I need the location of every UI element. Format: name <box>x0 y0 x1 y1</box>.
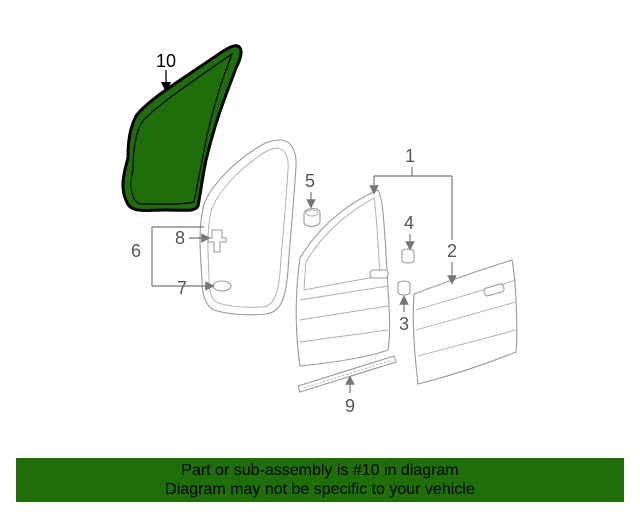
part-2-lower-line <box>417 329 517 357</box>
part-2-skin-outline <box>412 259 518 385</box>
callout-2: 2 <box>447 241 457 261</box>
part-1-door-outline <box>295 189 391 367</box>
part-1-belt-line <box>299 285 389 301</box>
callout-1: 1 <box>405 146 415 166</box>
callout-9: 9 <box>345 396 355 416</box>
callout-10: 10 <box>156 51 176 71</box>
callout-4: 4 <box>404 213 414 233</box>
part-1-door-handle <box>369 269 389 279</box>
info-banner: Part or sub-assembly is #10 in diagram D… <box>16 458 624 502</box>
part-3-bumper[interactable] <box>397 280 411 296</box>
part-5-plug-shape <box>303 207 321 228</box>
part-9-moulding[interactable] <box>297 355 397 393</box>
part-1-window-frame <box>303 197 381 291</box>
part-2-handle-recess <box>483 283 505 297</box>
callout-6: 6 <box>131 241 141 261</box>
part-1-lower-line <box>299 329 389 343</box>
part-10-seal-inner <box>130 52 234 205</box>
callout-5: 5 <box>305 171 315 191</box>
part-7-grommet-shape <box>212 280 232 292</box>
part-5-plug[interactable] <box>303 207 321 228</box>
part-3-bumper-shape <box>397 280 411 296</box>
part-6-opening-weatherstrip[interactable] <box>199 139 297 316</box>
part-7-grommet[interactable] <box>212 280 232 292</box>
part-1-front-door[interactable] <box>295 189 391 367</box>
part-4-bumper[interactable] <box>401 248 415 264</box>
callout-8: 8 <box>175 228 185 248</box>
part-9-moulding-texture <box>303 359 393 389</box>
banner-line-1: Part or sub-assembly is #10 in diagram <box>181 462 459 479</box>
part-5-plug-top <box>305 209 319 217</box>
callout-3: 3 <box>399 314 409 334</box>
banner-line-2: Diagram may not be specific to your vehi… <box>165 481 475 498</box>
part-2-door-skin[interactable] <box>412 259 518 385</box>
part-6-inner-line <box>207 147 289 308</box>
part-4-bumper-shape <box>401 248 415 264</box>
part-1-crease-line <box>299 305 389 321</box>
part-2-crease-line <box>415 301 517 331</box>
part-6-outer-line <box>199 139 297 316</box>
callout-7: 7 <box>177 278 187 298</box>
